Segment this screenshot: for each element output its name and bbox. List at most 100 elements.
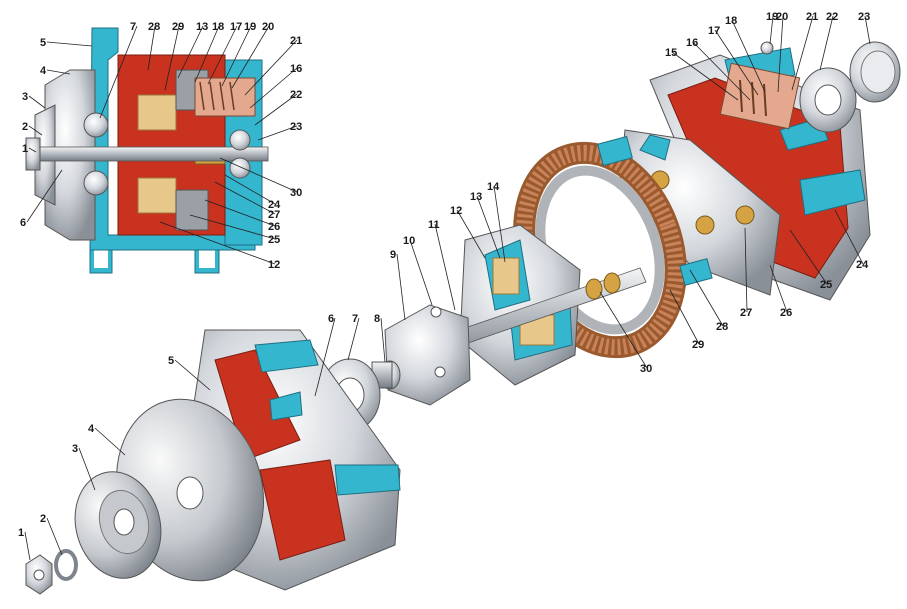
leader-line [78, 447, 96, 491]
part-number-label: 2 [40, 513, 46, 525]
part-number-label: 4 [40, 65, 47, 77]
part-number-label: 18 [212, 21, 224, 33]
leader-line [669, 289, 700, 345]
part-number-label: 12 [450, 205, 462, 217]
part-number-label: 28 [148, 21, 160, 33]
slip-ring-2 [603, 272, 621, 294]
part-number-label: 1 [22, 143, 28, 155]
part-number-label: 23 [290, 121, 302, 133]
part-number-label: 25 [268, 234, 280, 246]
leader-line [769, 264, 788, 313]
leader-line [257, 125, 298, 141]
part-number-label: 28 [716, 321, 728, 333]
leader-line [744, 227, 748, 313]
leader-line [476, 195, 501, 259]
part-number-label: 11 [428, 219, 440, 231]
part-number-label: 23 [858, 11, 870, 23]
part-number-label: 18 [725, 15, 737, 27]
front-bearing-bottom [83, 170, 109, 196]
leader-line [204, 199, 276, 227]
part-number-label: 30 [290, 187, 302, 199]
leader-line [434, 223, 456, 311]
exploded-view [25, 41, 901, 595]
part-number-label: 20 [776, 11, 788, 23]
part-number-label: 26 [780, 307, 792, 319]
leader-line [456, 209, 486, 259]
leader-line [207, 25, 238, 85]
part-number-label: 29 [692, 339, 704, 351]
part-number-label: 19 [766, 11, 778, 23]
part-number-label: 27 [268, 209, 280, 221]
leader-line [777, 15, 784, 93]
leader-line [177, 25, 204, 79]
leader-line [26, 169, 63, 223]
part-number-label: 6 [20, 217, 26, 229]
leader-line [46, 41, 93, 47]
part-number-label: 17 [708, 25, 720, 37]
leader-line [224, 174, 276, 205]
leader-line [194, 25, 220, 83]
part-number-label: 2 [22, 121, 28, 133]
field-winding-top [137, 94, 177, 131]
part-number-label: 26 [268, 221, 280, 233]
part-number-label: 9 [390, 249, 396, 261]
leader-line [147, 25, 156, 71]
bearing-cap-exploded [849, 41, 901, 103]
part-number-label: 25 [820, 279, 832, 291]
leader-line [493, 185, 506, 263]
part-number-label: 7 [130, 21, 136, 33]
pulley-nut-section [25, 137, 41, 171]
leader-line [671, 51, 739, 101]
front-plate-exploded [384, 304, 471, 406]
leader-line [380, 317, 386, 363]
leader-line [189, 214, 276, 240]
brush-holder-exploded [719, 41, 801, 130]
leader-line [46, 69, 71, 75]
leader-line [221, 25, 252, 87]
part-number-label: 1 [18, 527, 24, 539]
leader-line [396, 253, 406, 321]
part-number-label: 27 [740, 307, 752, 319]
part-number-label: 30 [640, 363, 652, 375]
leader-line [254, 93, 298, 126]
leader-line [714, 29, 759, 96]
leader-line [249, 67, 298, 109]
section-view [25, 27, 269, 274]
part-number-label: 6 [328, 313, 334, 325]
slip-ring-1 [585, 278, 603, 300]
mount-foot-hole-right [199, 250, 215, 268]
leader-line [692, 41, 751, 101]
part-number-label: 13 [470, 191, 482, 203]
leader-line [769, 15, 774, 45]
part-number-label: 14 [487, 181, 500, 193]
leader-line [219, 157, 298, 193]
part-number-label: 3 [22, 91, 28, 103]
part-number-label: 24 [856, 259, 869, 271]
leader-line [347, 317, 360, 361]
part-number-label: 22 [290, 89, 302, 101]
leader-line [159, 221, 276, 265]
part-number-label: 8 [374, 313, 380, 325]
leader-line [819, 15, 834, 71]
part-number-label: 13 [196, 21, 208, 33]
part-number-label: 3 [72, 443, 78, 455]
rear-bearing-top [229, 129, 251, 151]
leader-line [834, 209, 864, 265]
part-number-label: 22 [826, 11, 838, 23]
front-bearing-top [83, 112, 109, 138]
spring-washer-exploded [54, 549, 78, 581]
leader-line [174, 359, 211, 391]
leader-line [599, 291, 648, 369]
leader-line [99, 25, 138, 119]
leader-line [214, 181, 276, 215]
part-number-label: 12 [268, 259, 280, 271]
part-number-label: 21 [290, 35, 302, 47]
part-number-label: 5 [40, 37, 46, 49]
part-number-label: 4 [88, 423, 95, 435]
leader-line [244, 39, 298, 96]
leader-line [409, 239, 433, 306]
